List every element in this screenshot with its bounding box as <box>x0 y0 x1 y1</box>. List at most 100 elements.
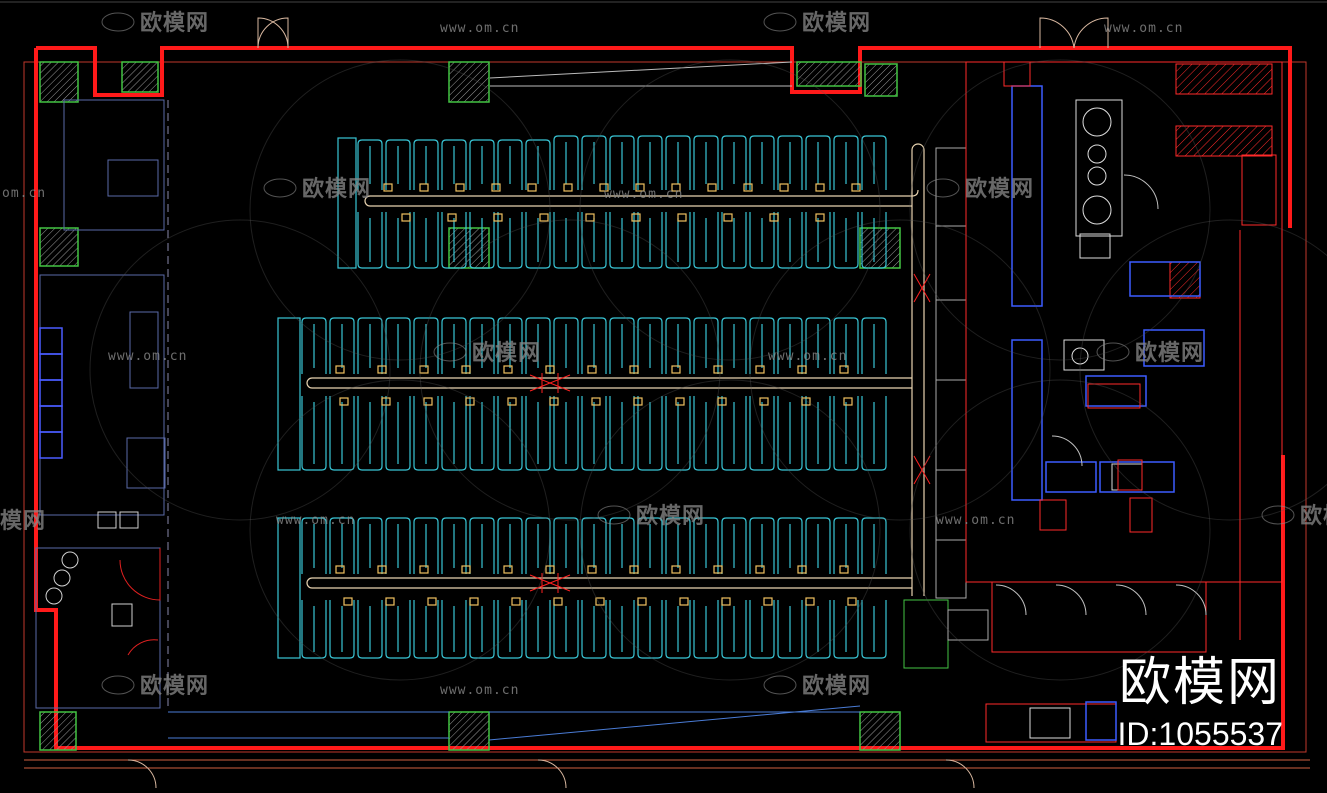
watermark-circle <box>909 59 1211 361</box>
booth-seat <box>609 212 635 269</box>
booth-seat <box>301 317 327 374</box>
booth-seat <box>581 517 607 574</box>
booth-seat <box>385 139 411 190</box>
table-marker <box>503 565 513 574</box>
top-doors <box>257 17 1109 87</box>
watermark-sofa-icon <box>763 12 797 32</box>
table-marker <box>743 183 753 192</box>
table-marker <box>721 597 731 606</box>
table-marker <box>815 213 825 222</box>
booth-seat <box>469 212 495 269</box>
booth-seat <box>441 212 467 269</box>
left-doors <box>119 548 161 656</box>
booth-seat <box>833 396 859 471</box>
table-marker <box>717 397 727 406</box>
watermark-url-text: www.om.cn <box>108 349 187 364</box>
booth-seat <box>497 317 523 374</box>
table-marker <box>447 213 457 222</box>
table-marker <box>723 213 733 222</box>
watermark-sofa-icon <box>101 675 135 695</box>
booth-seat <box>861 600 887 659</box>
booth-seat <box>301 600 327 659</box>
table-marker <box>779 183 789 192</box>
booth-seat <box>469 396 495 471</box>
booth-seat <box>469 600 495 659</box>
booth-seat <box>861 135 887 190</box>
booth-seat <box>553 600 579 659</box>
watermark-logo-text: 模网 <box>0 509 46 534</box>
brand-logo-text: 欧模网 <box>1118 653 1281 713</box>
booth-seat <box>665 317 691 374</box>
booth-seat <box>609 396 635 471</box>
table-marker <box>839 565 849 574</box>
kitchen-equipment <box>1011 85 1205 741</box>
watermark-logo-text: 欧模网 <box>802 10 871 36</box>
table-marker <box>599 183 609 192</box>
watermark-circle <box>579 379 881 681</box>
booth-seat <box>581 317 607 374</box>
model-id-label: ID:1055537 <box>1117 716 1283 752</box>
table-marker <box>843 397 853 406</box>
booth-seat <box>525 139 551 190</box>
booth-seat <box>805 517 831 574</box>
watermark-circle <box>419 219 721 521</box>
table-marker <box>493 213 503 222</box>
watermark-layer: 欧模网欧模网欧模网欧模网欧模网欧模网欧模网欧模网欧模网欧模网www.om.cnw… <box>0 10 1327 699</box>
table-marker <box>423 397 433 406</box>
table-marker <box>385 597 395 606</box>
table-marker <box>755 565 765 574</box>
watermark-circle <box>909 379 1211 681</box>
booth-seat <box>385 396 411 471</box>
booth-seat <box>861 517 887 574</box>
watermark-sofa-icon <box>433 342 467 362</box>
booth-seat <box>777 212 803 269</box>
prep-counter <box>903 147 989 669</box>
table-marker <box>545 365 555 374</box>
table-marker <box>381 397 391 406</box>
table-marker <box>847 597 857 606</box>
booth-seat <box>861 212 887 269</box>
table-marker <box>401 213 411 222</box>
booth-seat <box>861 396 887 471</box>
booth-seat <box>581 600 607 659</box>
watermark-logo-text: 欧模网 <box>1300 503 1327 529</box>
booth-seat <box>833 517 859 574</box>
conveyor-junctions <box>529 273 931 593</box>
booth-endcap <box>277 317 301 471</box>
table-marker <box>591 397 601 406</box>
booth-seat <box>525 517 551 574</box>
booth-seat <box>665 517 691 574</box>
table-marker <box>769 213 779 222</box>
watermark-circle <box>579 59 881 361</box>
table-marker <box>587 565 597 574</box>
watermark-logo-text: 欧模网 <box>140 10 209 36</box>
structural-columns <box>39 61 901 751</box>
table-marker <box>805 597 815 606</box>
table-marker <box>455 183 465 192</box>
watermark-url-text: www.om.cn <box>440 21 519 36</box>
booth-seat <box>301 396 327 471</box>
watermark-sofa-icon <box>101 12 135 32</box>
booth-seat <box>637 135 663 190</box>
table-marker <box>759 397 769 406</box>
booth-seat <box>385 212 411 269</box>
booth-seat <box>777 317 803 374</box>
table-marker <box>797 365 807 374</box>
booth-seat <box>777 135 803 190</box>
booth-seat <box>357 317 383 374</box>
table-marker <box>383 183 393 192</box>
booth-seat <box>609 135 635 190</box>
booth-seat <box>749 396 775 471</box>
table-marker <box>851 183 861 192</box>
table-marker <box>461 365 471 374</box>
table-marker <box>815 183 825 192</box>
table-marker <box>587 365 597 374</box>
booth-seat <box>497 517 523 574</box>
table-marker <box>511 597 521 606</box>
table-marker <box>553 597 563 606</box>
watermark-sofa-icon <box>1096 342 1130 362</box>
booth-seat <box>441 139 467 190</box>
table-marker <box>339 397 349 406</box>
table-marker <box>671 183 681 192</box>
watermark-url-text: www.om.cn <box>936 513 1015 528</box>
